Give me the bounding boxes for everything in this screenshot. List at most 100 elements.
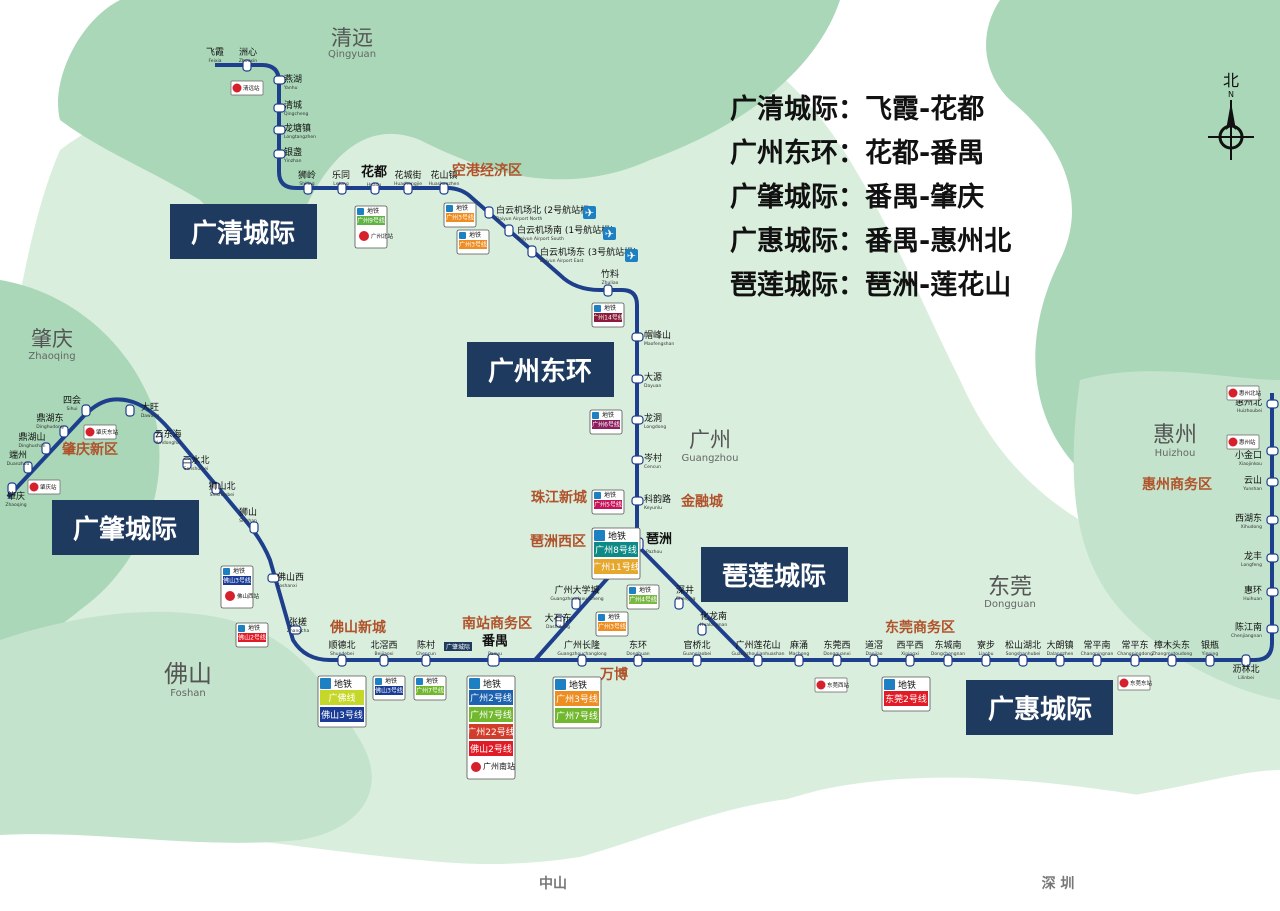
region-name-guangzhou: 广州: [689, 428, 731, 452]
metro-label: 地铁: [898, 679, 916, 691]
zone-label: 琶洲西区: [530, 534, 586, 550]
station-en-name: Zhangcha: [287, 628, 310, 634]
rail-icon: [29, 482, 39, 492]
station-marker: [577, 654, 587, 667]
station-marker: [603, 284, 613, 297]
station-en-name: Yinzhan: [283, 158, 302, 164]
metro-line-name: 广州11号线: [592, 561, 639, 573]
station-name: 飞霞: [206, 47, 224, 58]
station-en-name: Huadu: [367, 182, 382, 188]
station-name: 龙丰: [1244, 550, 1262, 562]
rail-badge-name: 肇庆站: [40, 483, 57, 491]
station-marker: [289, 625, 302, 635]
station-marker: [1018, 654, 1028, 667]
station-name: 西湖东: [1235, 512, 1262, 524]
station-en-name: Shishanbei: [210, 492, 235, 498]
station-name: 云山: [1244, 475, 1262, 486]
station-marker: [403, 182, 413, 195]
station-en-name: Dongchengnan: [931, 651, 965, 657]
metro-line-name: 广州3号线: [556, 693, 598, 705]
station-name: 北滘西: [370, 640, 397, 651]
airport-icons: ✈ ✈ ✈: [583, 206, 638, 263]
station-marker: [692, 654, 702, 667]
line-box-dongguan-ring-text: 广州东环: [488, 356, 592, 387]
rail-badge-name: 惠州站: [1239, 438, 1256, 446]
rail-station-name: 佛山西站: [237, 592, 260, 600]
station-en-name: Longtangzhen: [284, 134, 316, 140]
compass-north-label: 北: [1223, 71, 1239, 90]
station-marker: [249, 521, 259, 534]
station-marker: [832, 654, 842, 667]
station-en-name: Sihui: [66, 406, 77, 412]
station-en-name: Shundebei: [330, 651, 354, 657]
station-marker: [794, 654, 804, 667]
line-box-guangqing: [170, 204, 317, 259]
region-name-qingyuan: 清远: [331, 26, 373, 50]
station-en-name: Zhouxin: [239, 58, 257, 64]
station-name: 端州: [9, 449, 27, 461]
region-en-foshan: Foshan: [170, 688, 206, 699]
station-name: 白云机场东 (3号航站楼): [540, 246, 637, 258]
metro-line-name: 广州5号线: [594, 500, 622, 508]
metro-line-name: 佛山3号线: [375, 686, 403, 694]
station-en-name: Yinping: [1201, 651, 1219, 657]
metro-label: 地铁: [469, 231, 481, 239]
station-marker: [273, 75, 286, 85]
metro-label: 地铁: [385, 677, 397, 685]
line-box-palian-text: 琶莲城际: [722, 562, 826, 592]
metro-line-name: 佛山3号线: [321, 709, 363, 721]
airplane-icon: ✈: [583, 206, 596, 220]
metro-line-chip: [416, 686, 444, 695]
station-name: 花都: [361, 164, 387, 180]
station-marker: [571, 597, 581, 610]
rail-badge-name: 惠州北站: [1239, 389, 1262, 397]
station-name: 广州莲花山: [735, 639, 780, 651]
station-name: 官桥北: [683, 639, 710, 651]
station-name: 银瓶: [1201, 639, 1219, 651]
station-name: 深井: [676, 584, 694, 596]
station-en-name: Baiyun Airport South: [517, 236, 564, 242]
station-en-name: Pazhou: [646, 549, 662, 555]
station-marker: [242, 59, 252, 72]
station-name: 花城街: [394, 169, 421, 181]
station-en-name: Yanhu: [283, 85, 298, 91]
metro-label: 地铁: [608, 613, 620, 621]
station-marker: [1241, 654, 1251, 667]
station-en-name: Foshanxi: [277, 583, 297, 589]
rail-icon: [816, 680, 826, 690]
station-name: 四会: [63, 394, 81, 406]
station-en-name: Duanzhou: [7, 461, 30, 467]
station-marker: [273, 125, 286, 135]
station-marker: [1167, 654, 1177, 667]
station-marker: [753, 654, 763, 667]
station-marker: [421, 654, 431, 667]
station-marker: [1266, 446, 1279, 456]
legend-entry: 广肇城际：番禺-肇庆: [730, 181, 984, 213]
station-marker: [7, 482, 17, 495]
station-name: 白云机场南 (1号航站楼): [517, 224, 614, 236]
metro-line-chip: [594, 313, 622, 322]
station-name: 鼎湖山: [18, 432, 45, 443]
station-marker: [59, 425, 69, 438]
metro-line-name: 广州3号线: [598, 622, 626, 630]
station-name: 小金口: [1235, 449, 1262, 461]
station-en-name: Huizhoubei: [1237, 408, 1262, 414]
metro-icon: [629, 587, 636, 594]
line-guanghui-intercity: [750, 393, 1274, 662]
svg-text:✈: ✈: [605, 228, 614, 241]
zone-label: 佛山新城: [329, 619, 386, 636]
